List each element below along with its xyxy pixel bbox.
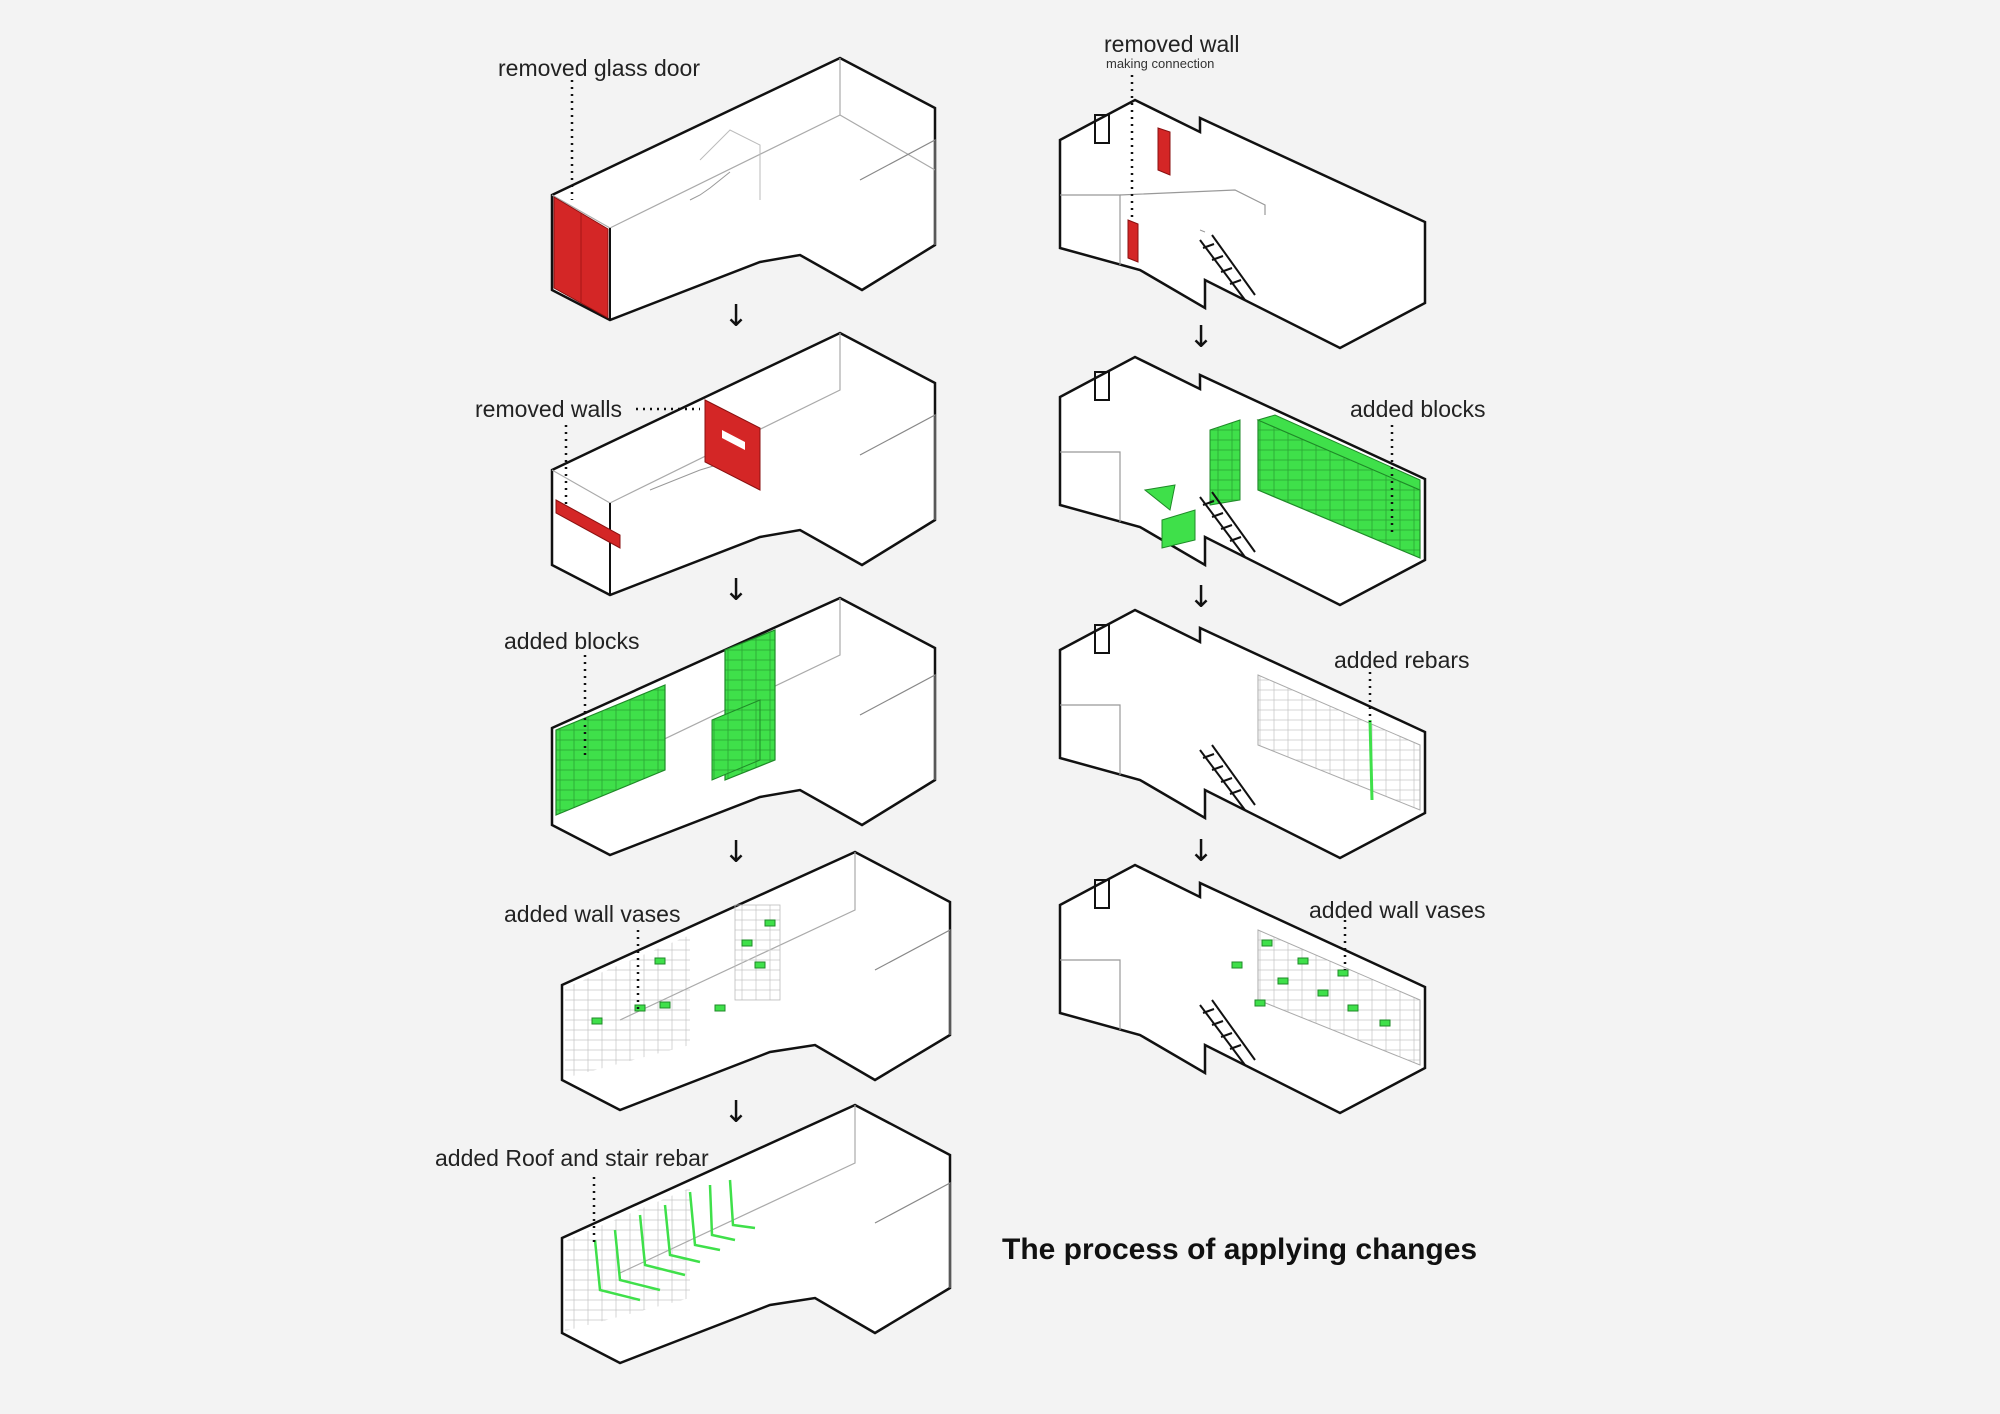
wall-vases-left [591,919,776,1025]
left-arrow-3: ↓ [723,835,749,870]
roof-stair-rebar [593,1179,756,1302]
left-step-4-label: added wall vases [504,901,681,927]
removed-wall-right-lower [1127,219,1139,263]
left-step-1-model [550,56,937,322]
right-stair [1199,234,1256,301]
left-arrow-1: ↓ [723,299,749,334]
right-step-4-label: added wall vases [1309,897,1486,923]
left-leaders [564,80,700,1245]
left-arrow-4: ↓ [723,1095,749,1130]
wall-vases-right [1231,939,1391,1027]
left-step-5-label: added Roof and stair rebar [435,1145,709,1171]
added-rebar-line [1368,719,1374,801]
left-step-2-label: removed walls [475,396,622,422]
right-step-1-sublabel: making connection [1106,56,1215,71]
left-step-2-model [550,331,937,597]
right-arrow-1: ↓ [1188,320,1214,355]
left-step-1-label: removed glass door [498,55,700,81]
added-blocks-wall-left [555,684,666,816]
right-step-2-model [1058,355,1427,607]
right-step-3-model [1058,608,1427,860]
right-step-1-model [1058,98,1427,350]
right-step-3-label: added rebars [1334,647,1470,673]
right-step-1-label: removed wall [1104,31,1240,57]
left-step-3-label: added blocks [504,628,640,654]
right-arrow-2: ↓ [1188,580,1214,615]
right-step-4-model [1058,863,1427,1115]
right-leaders [1130,75,1394,970]
removed-wall-lower [555,499,621,549]
diagram-title: The process of applying changes [1002,1233,1478,1266]
left-arrow-2: ↓ [723,573,749,608]
removed-wall-right-upper [1157,127,1171,176]
removed-wall-upper [704,399,761,491]
left-step-3-model [550,596,937,857]
left-step-4-model [560,850,952,1112]
left-step-5-model [560,1103,952,1365]
right-arrow-3: ↓ [1188,834,1214,869]
right-step-2-label: added blocks [1350,396,1486,422]
